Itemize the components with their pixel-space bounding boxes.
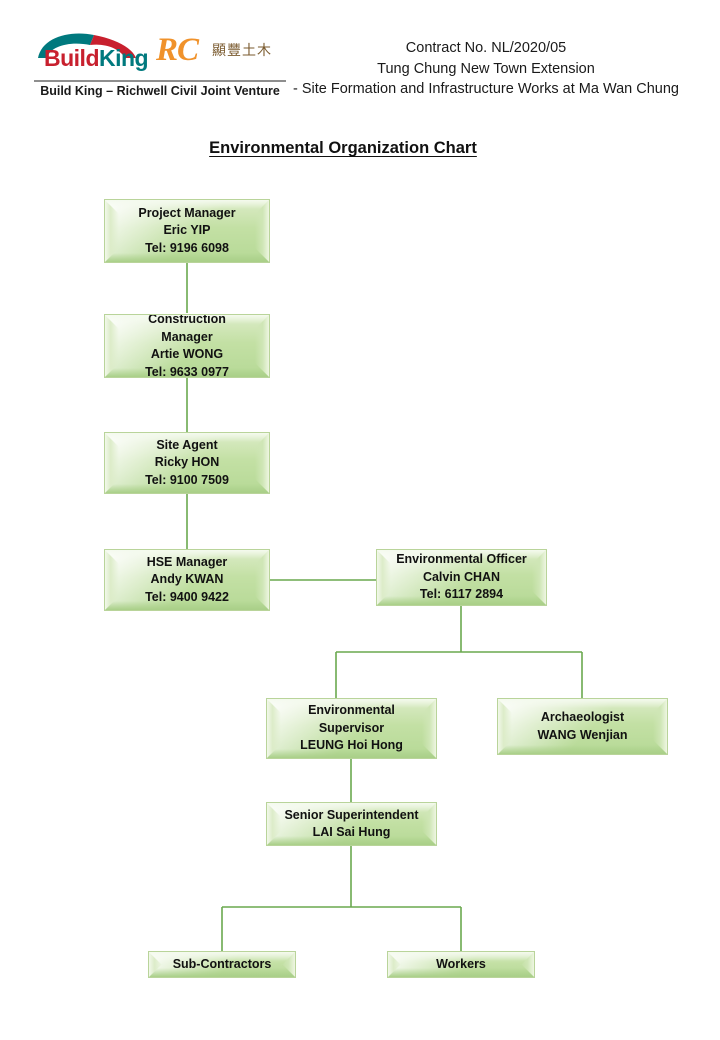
node-person: WANG Wenjian [537, 727, 628, 742]
bevel-bottom [105, 484, 269, 493]
node-label: Environmental Supervisor LEUNG Hoi Hong [284, 702, 419, 755]
node-label: Project Manager Eric YIP Tel: 9196 6098 [122, 205, 251, 258]
node-workers[interactable]: Workers [387, 951, 535, 978]
node-title: Environmental Officer [396, 552, 527, 567]
bevel-top [105, 315, 269, 324]
bevel-bottom [105, 601, 269, 610]
node-person: Artie WONG [150, 347, 224, 361]
node-person: Eric YIP [163, 223, 211, 238]
node-tel: Tel: 9100 7509 [145, 472, 229, 487]
node-hse-manager[interactable]: HSE Manager Andy KWAN Tel: 9400 9422 [104, 549, 270, 611]
bevel-bottom [377, 596, 546, 605]
logo-divider [34, 80, 286, 82]
page-title: Environmental Organization Chart [209, 139, 477, 157]
bevel-right [422, 803, 436, 845]
node-environmental-supervisor[interactable]: Environmental Supervisor LEUNG Hoi Hong [266, 698, 437, 759]
node-label: Site Agent Ricky HON Tel: 9100 7509 [129, 437, 245, 490]
bevel-left [267, 699, 281, 758]
node-person: Calvin CHAN [422, 569, 501, 584]
bevel-bottom [105, 368, 269, 377]
node-construction-manager[interactable]: Construction Manager Artie WONG Tel: 963… [104, 314, 270, 378]
bevel-bottom [388, 968, 534, 977]
node-title: Senior Superintendent [284, 807, 419, 822]
contract-line-3: - Site Formation and Infrastructure Work… [292, 81, 679, 97]
node-title: Workers [436, 956, 486, 971]
bevel-left [267, 803, 281, 845]
contract-line-1: Contract No. NL/2020/05 [405, 40, 567, 56]
node-person: LAI Sai Hung [312, 825, 391, 839]
bevel-top [498, 699, 667, 708]
rc-monogram: RC [156, 32, 199, 68]
bevel-top [149, 952, 295, 961]
node-title: Construction Manager [148, 314, 226, 344]
build-word: Build [44, 45, 100, 71]
node-title: HSE Manager [146, 554, 228, 569]
node-label: Senior Superintendent LAI Sai Hung [268, 807, 434, 842]
bevel-top [105, 550, 269, 559]
node-label: Workers [420, 956, 502, 974]
bevel-right [653, 699, 667, 754]
node-tel: Tel: 9196 6098 [145, 240, 229, 255]
bevel-top [377, 550, 546, 559]
node-label: Construction Manager Artie WONG Tel: 963… [105, 314, 269, 378]
node-sub-contractors[interactable]: Sub-Contractors [148, 951, 296, 978]
node-person: Andy KWAN [150, 572, 224, 587]
bevel-right [255, 315, 269, 377]
logo-row: BuildKing RC 顯豐土木 [34, 32, 286, 78]
bevel-left [377, 550, 391, 605]
bevel-left [105, 433, 119, 493]
bevel-top [267, 699, 436, 708]
node-title: Archaeologist [540, 710, 625, 724]
richwell-logo: RC 顯豐土木 [156, 30, 288, 76]
bevel-bottom [149, 968, 295, 977]
bevel-right [532, 550, 546, 605]
node-label: HSE Manager Andy KWAN Tel: 9400 9422 [129, 554, 245, 607]
node-site-agent[interactable]: Site Agent Ricky HON Tel: 9100 7509 [104, 432, 270, 494]
contract-header: Contract No. NL/2020/05 Tung Chung New T… [286, 38, 686, 100]
node-senior-superintendent[interactable]: Senior Superintendent LAI Sai Hung [266, 802, 437, 846]
node-tel: Tel: 6117 2894 [419, 587, 504, 602]
bevel-left [105, 200, 119, 262]
bevel-left [498, 699, 512, 754]
node-label: Environmental Officer Calvin CHAN Tel: 6… [380, 551, 543, 604]
king-word: King [99, 45, 149, 71]
build-king-wordmark: BuildKing [44, 45, 149, 71]
bevel-top [267, 803, 436, 812]
bevel-top [105, 433, 269, 442]
build-king-arch-icon [38, 33, 136, 58]
company-logo-block: BuildKing RC 顯豐土木 Build King – Richwell … [34, 32, 286, 98]
node-person: LEUNG Hoi Hong [300, 738, 403, 753]
node-project-manager[interactable]: Project Manager Eric YIP Tel: 9196 6098 [104, 199, 270, 263]
bevel-top [105, 200, 269, 209]
node-label: Archaeologist WANG Wenjian [521, 709, 643, 744]
bevel-bottom [267, 836, 436, 845]
node-tel: Tel: 9400 9422 [145, 589, 229, 604]
bevel-right [422, 699, 436, 758]
bevel-left [105, 315, 119, 377]
bevel-right [255, 433, 269, 493]
node-title: Sub-Contractors [172, 956, 272, 971]
bevel-bottom [105, 253, 269, 262]
node-title: Project Manager [138, 205, 236, 220]
bevel-bottom [267, 749, 436, 758]
bevel-top [388, 952, 534, 961]
bevel-bottom [498, 745, 667, 754]
node-label: Sub-Contractors [157, 956, 288, 974]
node-environmental-officer[interactable]: Environmental Officer Calvin CHAN Tel: 6… [376, 549, 547, 606]
bevel-right [255, 200, 269, 262]
node-title: Site Agent [156, 437, 218, 452]
node-tel: Tel: 9633 0977 [145, 364, 229, 378]
build-king-logo: BuildKing [36, 32, 158, 76]
bevel-left [105, 550, 119, 610]
richwell-chinese-name: 顯豐土木 [212, 42, 272, 58]
node-person: Ricky HON [154, 455, 220, 470]
joint-venture-name: Build King – Richwell Civil Joint Ventur… [40, 84, 280, 98]
node-title-line2: Supervisor [318, 720, 385, 735]
node-archaeologist[interactable]: Archaeologist WANG Wenjian [497, 698, 668, 755]
contract-line-2: Tung Chung New Town Extension [377, 60, 595, 77]
bevel-right [255, 550, 269, 610]
node-title: Environmental [308, 703, 395, 718]
